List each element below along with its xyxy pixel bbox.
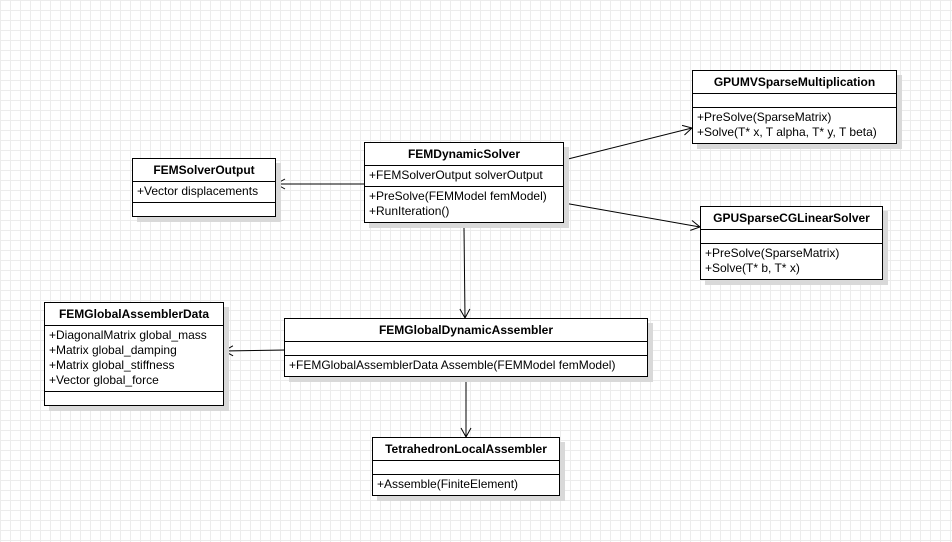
class-name: GPUMVSparseMultiplication [693, 71, 896, 94]
attributes-section [693, 94, 896, 108]
operation-row: +PreSolve(SparseMatrix) [705, 246, 840, 260]
operation-row: +Solve(T* x, T alpha, T* y, T beta) [697, 125, 877, 139]
arrow-solver-to-mv-multiplication [563, 124, 693, 161]
operations-section [133, 203, 275, 216]
class-name: FEMDynamicSolver [365, 143, 563, 166]
attributes-section: +DiagonalMatrix global_mass +Matrix glob… [45, 326, 223, 392]
operations-section: +PreSolve(SparseMatrix) +Solve(T* b, T* … [701, 244, 882, 279]
attribute-row: +FEMSolverOutput solverOutput [369, 168, 543, 182]
class-tetrahedron-local-assembler[interactable]: TetrahedronLocalAssembler +Assemble(Fini… [372, 437, 560, 496]
operation-row: +PreSolve(FEMModel femModel) [369, 189, 547, 203]
class-name: FEMSolverOutput [133, 159, 275, 182]
class-name: FEMGlobalDynamicAssembler [285, 319, 647, 342]
class-fem-global-dynamic-assembler[interactable]: FEMGlobalDynamicAssembler +FEMGlobalAsse… [284, 318, 648, 377]
attributes-section: +Vector displacements [133, 182, 275, 203]
class-fem-dynamic-solver[interactable]: FEMDynamicSolver +FEMSolverOutput solver… [364, 142, 564, 223]
attribute-row: +Matrix global_stiffness [49, 358, 175, 372]
arrow-assembler-to-assembler-data [222, 345, 286, 357]
operation-row: +PreSolve(SparseMatrix) [697, 110, 832, 124]
operations-section: +Assemble(FiniteElement) [373, 475, 559, 495]
attribute-row: +DiagonalMatrix global_mass [49, 328, 207, 342]
class-gpu-sparse-cg-linear-solver[interactable]: GPUSparseCGLinearSolver +PreSolve(Sparse… [700, 206, 883, 280]
operation-row: +RunIteration() [369, 204, 450, 218]
class-name: FEMGlobalAssemblerData [45, 303, 223, 326]
operation-row: +Assemble(FiniteElement) [377, 477, 519, 491]
operation-row: +FEMGlobalAssemblerData Assemble(FEMMode… [289, 358, 616, 372]
attributes-section [285, 342, 647, 356]
operations-section: +PreSolve(SparseMatrix) +Solve(T* x, T a… [693, 108, 896, 143]
class-gpu-mv-sparse-multiplication[interactable]: GPUMVSparseMultiplication +PreSolve(Spar… [692, 70, 897, 144]
attributes-section: +FEMSolverOutput solverOutput [365, 166, 563, 187]
class-fem-solver-output[interactable]: FEMSolverOutput +Vector displacements [132, 158, 276, 217]
attribute-row: +Vector displacements [137, 184, 259, 198]
class-fem-global-assembler-data[interactable]: FEMGlobalAssemblerData +DiagonalMatrix g… [44, 302, 224, 406]
attributes-section [373, 461, 559, 475]
attribute-row: +Vector global_force [49, 373, 159, 387]
operation-row: +Solve(T* b, T* x) [705, 261, 800, 275]
operations-section: +FEMGlobalAssemblerData Assemble(FEMMode… [285, 356, 647, 376]
class-name: GPUSparseCGLinearSolver [701, 207, 882, 230]
attribute-row: +Matrix global_damping [49, 343, 177, 357]
attributes-section [701, 230, 882, 244]
operations-section [45, 392, 223, 405]
arrow-solver-to-cg-solver [563, 202, 702, 231]
operations-section: +PreSolve(FEMModel femModel) +RunIterati… [365, 187, 563, 222]
arrow-solver-to-dynamic-assembler [459, 227, 471, 320]
class-name: TetrahedronLocalAssembler [373, 438, 559, 461]
